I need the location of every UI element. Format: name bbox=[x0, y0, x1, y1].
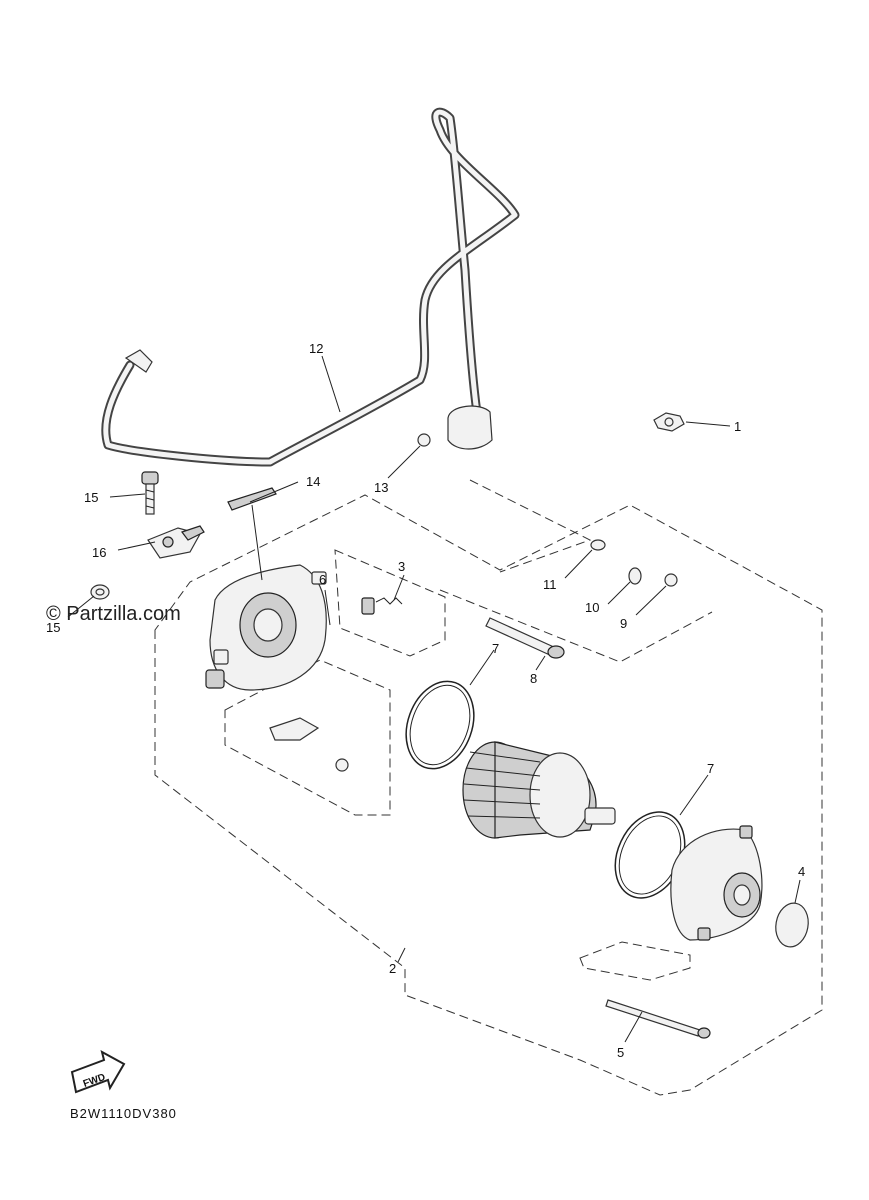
callout-14: 14 bbox=[306, 474, 320, 489]
washer-15-lower bbox=[90, 584, 110, 600]
callout-8: 8 bbox=[530, 671, 537, 686]
brush-3 bbox=[361, 597, 403, 615]
washer-11 bbox=[590, 539, 606, 551]
plate-14 bbox=[227, 487, 277, 511]
callout-5: 5 bbox=[617, 1045, 624, 1060]
washer-10 bbox=[628, 567, 642, 585]
assembly-outline-2 bbox=[154, 494, 823, 1096]
callout-15-lower: 15 bbox=[46, 620, 60, 635]
bolt-8 bbox=[485, 617, 565, 659]
bracket-16 bbox=[147, 525, 205, 559]
callout-3: 3 bbox=[398, 559, 405, 574]
callout-12: 12 bbox=[309, 341, 323, 356]
callout-10: 10 bbox=[585, 600, 599, 615]
leader-lines bbox=[67, 355, 801, 1043]
diagram-code: B2W1110DV380 bbox=[70, 1106, 177, 1121]
callout-1: 1 bbox=[734, 419, 741, 434]
callout-7-left: 7 bbox=[492, 641, 499, 656]
subassembly-outline-9-10-11 bbox=[439, 479, 713, 663]
long-bolt-5 bbox=[605, 999, 711, 1039]
callout-4: 4 bbox=[798, 864, 805, 879]
subassembly-outline-6 bbox=[224, 659, 391, 816]
brush-holder-assembly bbox=[205, 564, 327, 691]
bolt-15-top bbox=[141, 471, 159, 515]
subassembly-outline-3 bbox=[334, 549, 446, 657]
subassembly-outline-5 bbox=[579, 941, 691, 981]
fwd-arrow-icon: FWD bbox=[70, 1050, 126, 1094]
brush-bracket bbox=[269, 717, 349, 772]
starter-cable bbox=[101, 107, 520, 467]
nut-13 bbox=[417, 433, 431, 447]
callout-11: 11 bbox=[543, 577, 557, 592]
armature bbox=[462, 741, 616, 839]
o-ring-7-left bbox=[405, 680, 475, 770]
callout-16: 16 bbox=[92, 545, 106, 560]
callout-6: 6 bbox=[319, 572, 326, 587]
callout-13: 13 bbox=[374, 480, 388, 495]
rear-cover bbox=[670, 825, 763, 941]
nut-1 bbox=[653, 412, 685, 432]
callout-9: 9 bbox=[620, 616, 627, 631]
callout-15-top: 15 bbox=[84, 490, 98, 505]
oil-seal-4 bbox=[775, 902, 809, 948]
nut-9 bbox=[664, 573, 678, 587]
watermark: © Partzilla.com bbox=[46, 603, 181, 625]
callout-7-right: 7 bbox=[707, 761, 714, 776]
callout-2: 2 bbox=[389, 961, 396, 976]
